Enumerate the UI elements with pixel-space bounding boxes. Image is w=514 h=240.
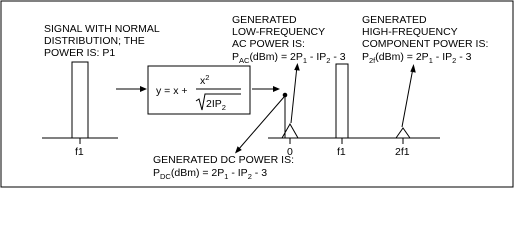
input-label-line3: POWER IS: P1 — [44, 47, 115, 59]
high-freq-pointer-head — [410, 64, 416, 73]
input-label-line2: DISTRIBUTION; THE — [44, 35, 145, 47]
high-freq-formula: P2f(dBm) = 2P1 - IP2 - 3 — [362, 51, 472, 65]
dc-pointer — [237, 96, 285, 151]
output-axis-label-2f1: 2f1 — [395, 146, 410, 158]
output-axis-label-zero: 0 — [287, 146, 293, 158]
dc-label-line1: GENERATED DC POWER IS: — [153, 154, 294, 166]
dc-component-dot — [282, 92, 288, 98]
input-signal-bar — [71, 61, 89, 139]
low-frequency-component — [281, 122, 299, 139]
transfer-sqrt-sign — [195, 93, 241, 111]
diagram-canvas: SIGNAL WITH NORMAL DISTRIBUTION; THE POW… — [0, 0, 514, 188]
diagram: SIGNAL WITH NORMAL DISTRIBUTION; THE POW… — [0, 0, 514, 188]
high-frequency-component — [395, 127, 411, 139]
dc-formula: PDC(dBm) = 2P1 - IP2 - 3 — [153, 167, 267, 181]
output-f1-bar — [335, 63, 349, 139]
arrow-to-output-head — [273, 86, 280, 92]
low-freq-formula: PAC(dBm) = 2P1 - IP2 - 3 — [232, 51, 346, 65]
low-freq-pointer — [290, 65, 298, 124]
transfer-denominator: 2IP2 — [206, 98, 226, 112]
high-freq-pointer — [401, 67, 414, 128]
transfer-lhs: y = x + — [156, 85, 188, 97]
input-label-line1: SIGNAL WITH NORMAL — [44, 23, 160, 35]
dc-pointer-head — [235, 146, 242, 154]
high-freq-label-line1: GENERATED — [362, 14, 427, 26]
transfer-numerator: x2 — [200, 73, 209, 87]
low-freq-pointer-head — [294, 63, 300, 71]
diagram-frame — [0, 0, 514, 188]
output-axis-label-f1: f1 — [337, 146, 346, 158]
low-freq-label-line2: LOW-FREQUENCY — [232, 26, 325, 38]
high-freq-label-line2: HIGH-FREQUENCY — [362, 26, 458, 38]
low-freq-label-line3: AC POWER IS: — [232, 38, 305, 50]
low-freq-label-line1: GENERATED — [232, 14, 297, 26]
transfer-function-block — [147, 65, 251, 115]
high-freq-label-line3: COMPONENT POWER IS: — [362, 38, 488, 50]
arrow-to-transfer-block-head — [140, 86, 147, 92]
input-axis-tick-label: f1 — [75, 146, 84, 158]
